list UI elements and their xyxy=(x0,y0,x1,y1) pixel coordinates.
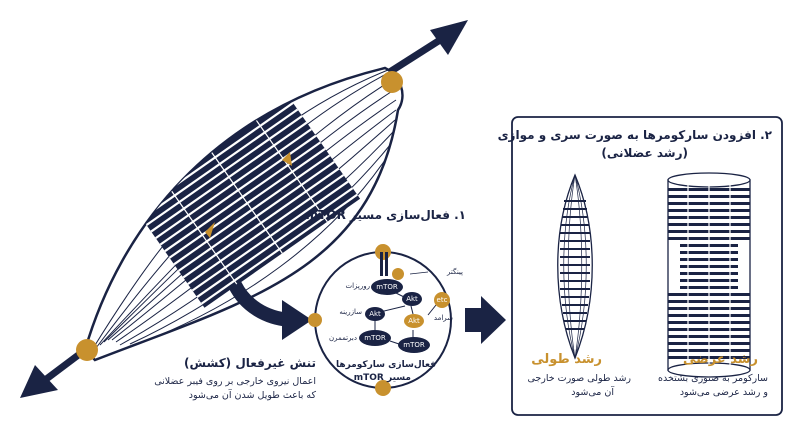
label-synthase: سازرینه xyxy=(339,308,362,316)
tension-title: تنش غیرفعال (کشش) xyxy=(184,356,316,370)
section1-title: ۱. فعال‌سازی مسیر mTOR xyxy=(305,208,466,222)
node-etc-label: etc xyxy=(437,296,448,304)
tendon-cap-bottom xyxy=(76,339,98,361)
longitudinal-line1: رشد طولی صورت خارجی xyxy=(527,373,631,384)
node-akt-mid-label: Akt xyxy=(406,295,418,303)
node-mtor-left: mTOR xyxy=(359,330,391,346)
stretch-arrow-bottom xyxy=(20,347,88,398)
stretch-arrow-top xyxy=(383,20,468,78)
label-debtmen: دبرتممرن xyxy=(329,334,357,342)
muscle-fiber xyxy=(76,66,404,362)
section2-title-line1: ۲. افزودن سارکومرها به صورت سری و موازی xyxy=(497,128,772,142)
node-mtor-bottom: mTOR xyxy=(398,337,430,353)
node-mtor-top-label: mTOR xyxy=(376,283,398,291)
label-integrin: پینگتر xyxy=(446,267,463,276)
node-akt-left-label: Akt xyxy=(369,310,381,318)
node-etc: etc xyxy=(434,292,450,308)
transverse-line1: سارکومر به صنوزی بشتخده xyxy=(658,373,768,384)
label-receptors: رورپزات xyxy=(346,282,371,290)
flow-arrow-to-growth xyxy=(465,296,506,344)
muscle-accent-2 xyxy=(282,152,292,166)
tension-line1: اعمال نیروی خارجی بر روی فیبر عضلانی xyxy=(154,376,316,387)
node-akt-right-label: Akt xyxy=(408,317,420,325)
tendon-cap-top xyxy=(381,71,403,93)
node-akt-right: Akt xyxy=(404,314,424,328)
node-akt-left: Akt xyxy=(365,307,385,321)
section2-title-line2: (رشد عضلانی) xyxy=(601,146,688,160)
longitudinal-fiber xyxy=(557,173,593,360)
transverse-line2: و رشد عرضی می‌شود xyxy=(679,387,768,398)
node-mtor-top: mTOR xyxy=(371,279,403,295)
node-mtor-left-label: mTOR xyxy=(364,334,386,342)
pathway-caption-line1: فعال‌سازی سارکومرها xyxy=(335,360,436,370)
longitudinal-title: رشد طولی xyxy=(531,352,602,367)
tension-line2: که باعث طویل شدن آن می‌شود xyxy=(188,390,316,401)
label-ceramide: سرامد xyxy=(434,314,453,322)
pathway-caption-line2: مسیر mTOR xyxy=(353,373,411,383)
pathway-circle xyxy=(308,244,452,396)
transverse-title: رشد عرضی xyxy=(683,352,758,367)
node-akt-mid: Akt xyxy=(402,292,422,306)
node-mtor-bottom-label: mTOR xyxy=(403,341,425,349)
muscle-accent-1 xyxy=(205,222,215,238)
flow-arrow-to-pathway xyxy=(228,281,312,340)
longitudinal-line2: آن می‌شود xyxy=(571,387,614,398)
transverse-fiber xyxy=(667,172,751,378)
